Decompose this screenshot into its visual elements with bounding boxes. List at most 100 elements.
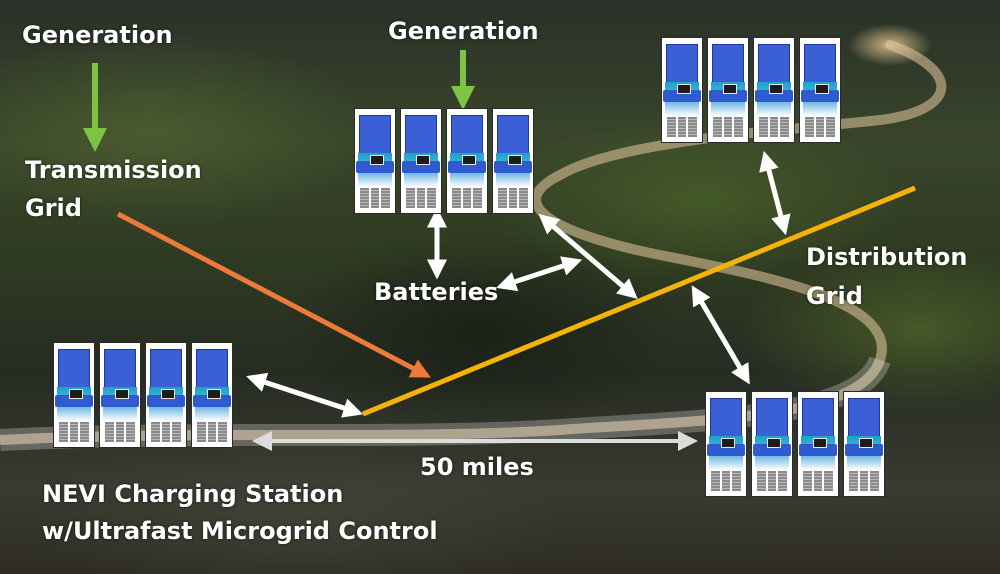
generation-label-left: Generation — [22, 21, 173, 49]
connector-holster — [494, 161, 532, 173]
ev-charger-unit — [191, 342, 233, 448]
charger-screen — [104, 349, 136, 389]
charger-screen — [712, 44, 744, 84]
charging-plug-icon — [370, 155, 384, 165]
ev-charger-unit — [661, 37, 703, 143]
charger-body-gradient — [195, 407, 229, 421]
charger-vent — [849, 471, 880, 491]
connector-holster — [147, 395, 185, 407]
charger-vent — [498, 188, 529, 208]
connector-holster — [801, 90, 839, 102]
charger-vent — [713, 117, 744, 137]
connector-holster — [55, 395, 93, 407]
charging-plug-icon — [508, 155, 522, 165]
charger-vent — [452, 188, 483, 208]
charger-vent — [759, 117, 790, 137]
charger-screen — [710, 398, 742, 438]
connector-holster — [799, 444, 837, 456]
charger-bank-bottom-right — [705, 391, 885, 497]
ev-charger-unit — [400, 108, 442, 214]
charger-body-gradient — [755, 456, 789, 470]
charger-vent — [711, 471, 742, 491]
charger-screen — [497, 115, 529, 155]
battery-charger-bank-center — [354, 108, 534, 214]
nevi-station-label-line2: w/Ultrafast Microgrid Control — [42, 517, 438, 545]
charging-plug-icon — [721, 438, 735, 448]
connector-holster — [845, 444, 883, 456]
charger-body-gradient — [801, 456, 835, 470]
charger-body-gradient — [149, 407, 183, 421]
ev-charger-unit — [705, 391, 747, 497]
charging-plug-icon — [416, 155, 430, 165]
charger-body-gradient — [757, 102, 791, 116]
connector-holster — [707, 444, 745, 456]
charger-body-gradient — [57, 407, 91, 421]
charging-plug-icon — [767, 438, 781, 448]
charging-plug-icon — [69, 389, 83, 399]
connector-holster — [356, 161, 394, 173]
ev-charger-unit — [145, 342, 187, 448]
ev-charger-unit — [843, 391, 885, 497]
connector-holster — [193, 395, 231, 407]
charger-vent — [805, 117, 836, 137]
charger-screen — [802, 398, 834, 438]
charging-plug-icon — [207, 389, 221, 399]
nevi-station-label-line1: NEVI Charging Station — [42, 480, 344, 508]
ev-charger-unit — [99, 342, 141, 448]
charging-plug-icon — [161, 389, 175, 399]
charger-body-gradient — [450, 173, 484, 187]
nevi-charger-bank-left — [53, 342, 233, 448]
generation-label-center: Generation — [388, 17, 539, 45]
charger-screen — [58, 349, 90, 389]
center-block-to-grid-arrow — [538, 213, 638, 299]
transmission-grid-label-line1: Transmission — [25, 156, 202, 184]
charger-vent — [667, 117, 698, 137]
charging-plug-icon — [859, 438, 873, 448]
ev-charger-unit — [707, 37, 749, 143]
charger-screen — [150, 349, 182, 389]
charger-screen — [804, 44, 836, 84]
charger-body-gradient — [847, 456, 881, 470]
charger-body-gradient — [358, 173, 392, 187]
transmission-line — [116, 211, 431, 378]
charger-screen — [359, 115, 391, 155]
charger-vent — [151, 422, 182, 442]
connector-holster — [755, 90, 793, 102]
charger-vent — [105, 422, 136, 442]
charger-body-gradient — [711, 102, 745, 116]
charger-screen — [848, 398, 880, 438]
ev-charger-unit — [797, 391, 839, 497]
charger-body-gradient — [709, 456, 743, 470]
distribution-grid-line — [362, 185, 916, 417]
connector-holster — [402, 161, 440, 173]
ev-charger-unit — [354, 108, 396, 214]
charging-plug-icon — [769, 84, 783, 94]
ev-charger-unit — [492, 108, 534, 214]
charging-plug-icon — [815, 84, 829, 94]
charging-plug-icon — [677, 84, 691, 94]
charger-body-gradient — [404, 173, 438, 187]
connector-holster — [663, 90, 701, 102]
distance-label: 50 miles — [420, 453, 534, 481]
charger-body-gradient — [496, 173, 530, 187]
nevi-to-grid-arrow — [246, 372, 364, 418]
charger-body-gradient — [103, 407, 137, 421]
ev-charger-unit — [753, 37, 795, 143]
ev-charger-unit — [53, 342, 95, 448]
connector-holster — [709, 90, 747, 102]
charger-body-gradient — [665, 102, 699, 116]
charger-screen — [196, 349, 228, 389]
charger-screen — [666, 44, 698, 84]
transmission-grid-label-line2: Grid — [25, 194, 82, 222]
ev-charger-unit — [446, 108, 488, 214]
connector-holster — [101, 395, 139, 407]
charger-body-gradient — [803, 102, 837, 116]
charger-vent — [406, 188, 437, 208]
distribution-grid-label-line2: Grid — [806, 282, 863, 310]
grid-to-bottom-right-block-arrow — [691, 285, 750, 385]
distribution-grid-label-line1: Distribution — [806, 243, 968, 271]
charging-plug-icon — [115, 389, 129, 399]
top-right-block-to-grid-arrow — [759, 150, 791, 236]
charger-bank-top-right — [661, 37, 841, 143]
